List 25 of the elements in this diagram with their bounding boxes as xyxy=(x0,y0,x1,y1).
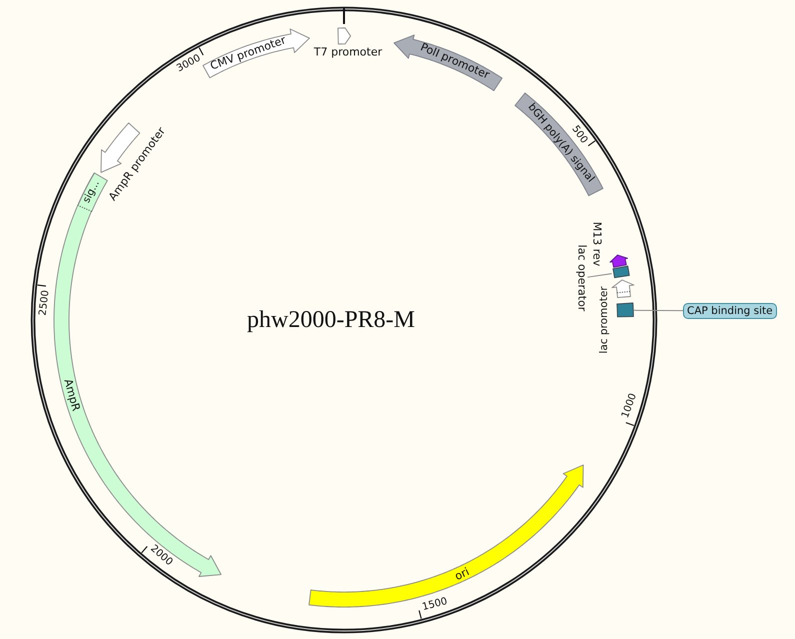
coordinate-label: 1000 xyxy=(621,392,640,420)
leader-line xyxy=(587,273,612,278)
feature-label: lac operator xyxy=(576,244,588,312)
sequence-feature xyxy=(393,34,504,92)
feature-tag: CAP binding site xyxy=(683,303,777,319)
sequence-feature xyxy=(308,464,584,608)
coordinate-label: 2500 xyxy=(39,290,52,316)
sequence-feature xyxy=(202,28,310,79)
feature-label: T7 promoter xyxy=(314,46,382,58)
feature-label: ori xyxy=(454,566,472,582)
feature-label: sig... xyxy=(82,178,102,205)
feature-label: M13 rev xyxy=(592,222,602,266)
sequence-feature xyxy=(53,172,222,578)
feature-band xyxy=(514,92,604,196)
feature-block xyxy=(616,302,634,318)
sequence-feature xyxy=(336,27,352,46)
feature-label: lac promoter xyxy=(598,286,610,354)
leader-line xyxy=(633,310,684,312)
sequence-feature xyxy=(608,254,628,268)
feature-block xyxy=(612,265,630,280)
plasmid-name: phw2000-PR8-M xyxy=(247,308,415,332)
feature-segment xyxy=(76,172,108,212)
coordinate-label: 1500 xyxy=(421,596,449,613)
sequence-feature xyxy=(611,278,635,298)
feature-label: AmpR xyxy=(62,378,82,412)
